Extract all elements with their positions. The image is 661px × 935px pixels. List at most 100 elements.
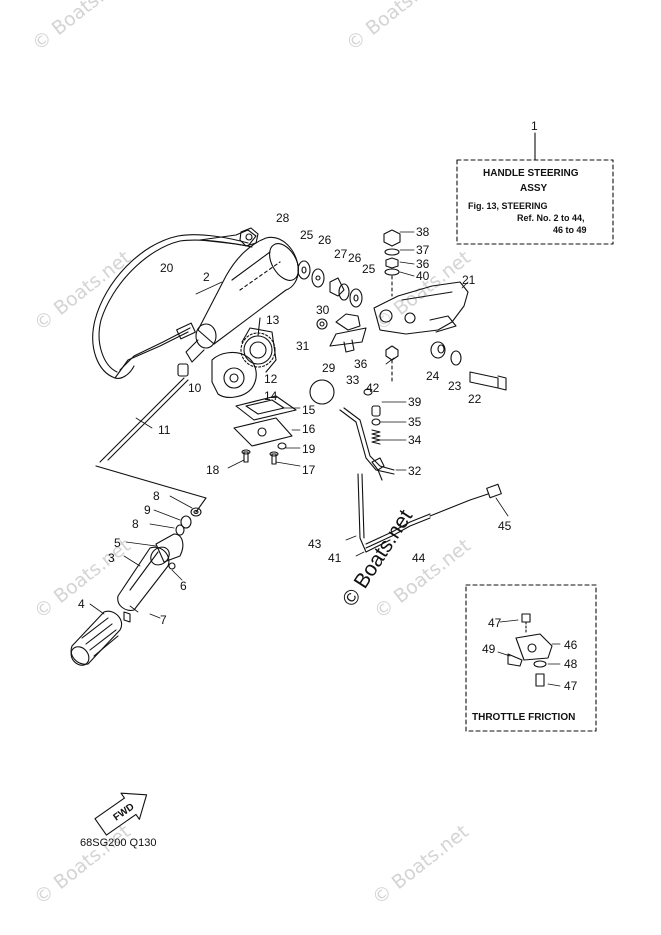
handle-box-ref3: 46 to 49 [553, 225, 587, 235]
lever-30 [335, 313, 361, 331]
cap-10 [177, 363, 189, 377]
grip-3 [117, 546, 170, 611]
nut-36 [385, 257, 399, 269]
washer-26b [338, 283, 350, 301]
label-39: 39 [408, 395, 422, 409]
rod-11 [99, 377, 189, 463]
bolt-47a [521, 613, 531, 635]
leader-line [95, 465, 207, 499]
bolt-47b [535, 673, 545, 687]
washer-26 [311, 268, 325, 288]
label-49: 49 [482, 642, 496, 656]
label-33: 33 [346, 373, 360, 387]
label-7: 7 [160, 613, 167, 627]
label-32: 32 [408, 464, 422, 478]
spring-34 [371, 429, 381, 445]
throttle-cable-44 [365, 483, 502, 549]
throttle-cable [92, 234, 249, 379]
collar-5 [155, 533, 184, 563]
washer-37 [384, 248, 400, 256]
washer-8b [175, 524, 185, 536]
bushing-24 [430, 341, 446, 359]
washer-25 [297, 260, 311, 280]
grip-4 [70, 610, 122, 666]
label-18: 18 [206, 463, 220, 477]
label-2: 2 [203, 270, 210, 284]
handle-box-title1: HANDLE STEERING [483, 168, 579, 179]
label-22: 22 [468, 392, 482, 406]
throttle-box-title: THROTTLE FRICTION [472, 712, 576, 723]
screw-36b [385, 345, 399, 385]
label-12: 12 [264, 372, 278, 386]
label-8: 8 [153, 489, 160, 503]
screw-18 [241, 449, 251, 463]
label-15: 15 [302, 403, 316, 417]
clamp-46 [515, 633, 553, 661]
leader-line [195, 497, 207, 513]
label-45: 45 [498, 519, 512, 533]
label-30: 30 [316, 303, 330, 317]
label-10: 10 [188, 381, 202, 395]
washer-8 [190, 507, 202, 517]
label-6: 6 [180, 579, 187, 593]
fwd-arrow [94, 792, 148, 836]
throttle-friction-box [465, 584, 597, 732]
label-34: 34 [408, 433, 422, 447]
label-26: 26 [348, 251, 362, 265]
label-44: 44 [412, 551, 426, 565]
label-8: 8 [132, 517, 139, 531]
clip-42 [363, 388, 373, 396]
cable-end [114, 331, 189, 379]
label-24: 24 [426, 369, 440, 383]
label-41: 41 [328, 551, 342, 565]
screw-32 [371, 457, 385, 481]
label-14: 14 [264, 389, 278, 403]
handle-box-ref2: Ref. No. 2 to 44, [517, 213, 585, 223]
washer-25b [349, 288, 363, 308]
washer-48 [533, 660, 547, 668]
spacer-27 [329, 277, 345, 297]
label-48: 48 [564, 657, 578, 671]
label-21: 21 [462, 273, 476, 287]
label-35: 35 [408, 415, 422, 429]
knob-33 [309, 379, 335, 405]
handlebar-body [185, 236, 299, 363]
washer-23 [450, 350, 462, 366]
handle-steering-box [456, 159, 614, 245]
handle-box-ref1: Fig. 13, STEERING [468, 201, 548, 211]
label-9: 9 [144, 503, 151, 517]
label-20: 20 [160, 261, 174, 275]
label-5: 5 [114, 536, 121, 550]
washer-40 [384, 268, 400, 276]
label-36: 36 [416, 257, 430, 271]
label-25: 25 [300, 228, 314, 242]
label-46: 46 [564, 638, 578, 652]
bolt-31 [316, 318, 328, 330]
screw-19 [277, 442, 287, 450]
bolt-22 [469, 371, 507, 391]
label-3: 3 [108, 551, 115, 565]
label-28: 28 [276, 211, 290, 225]
label-40: 40 [416, 269, 430, 283]
label-31: 31 [296, 339, 310, 353]
label-25: 25 [362, 262, 376, 276]
label-47: 47 [488, 616, 502, 630]
gear-cover-12 [211, 327, 277, 398]
label-23: 23 [448, 379, 462, 393]
screw-7 [123, 611, 131, 623]
nut-38 [383, 229, 401, 247]
drawing-code: 68SG200 Q130 [80, 837, 156, 849]
label-1: 1 [531, 119, 538, 133]
bracket-29 [329, 327, 367, 353]
screw-17 [269, 451, 279, 465]
screw-6 [168, 562, 176, 570]
label-43: 43 [308, 537, 322, 551]
label-38: 38 [416, 225, 430, 239]
cable-adjuster [199, 229, 257, 247]
spacer-9 [180, 515, 192, 529]
part-labels: 1 2 3 4 5 6 7 8 8 9 10 11 12 13 14 15 16… [78, 119, 578, 693]
lever-49 [507, 653, 523, 667]
leader-lines [89, 231, 561, 687]
plug-39 [371, 405, 381, 417]
